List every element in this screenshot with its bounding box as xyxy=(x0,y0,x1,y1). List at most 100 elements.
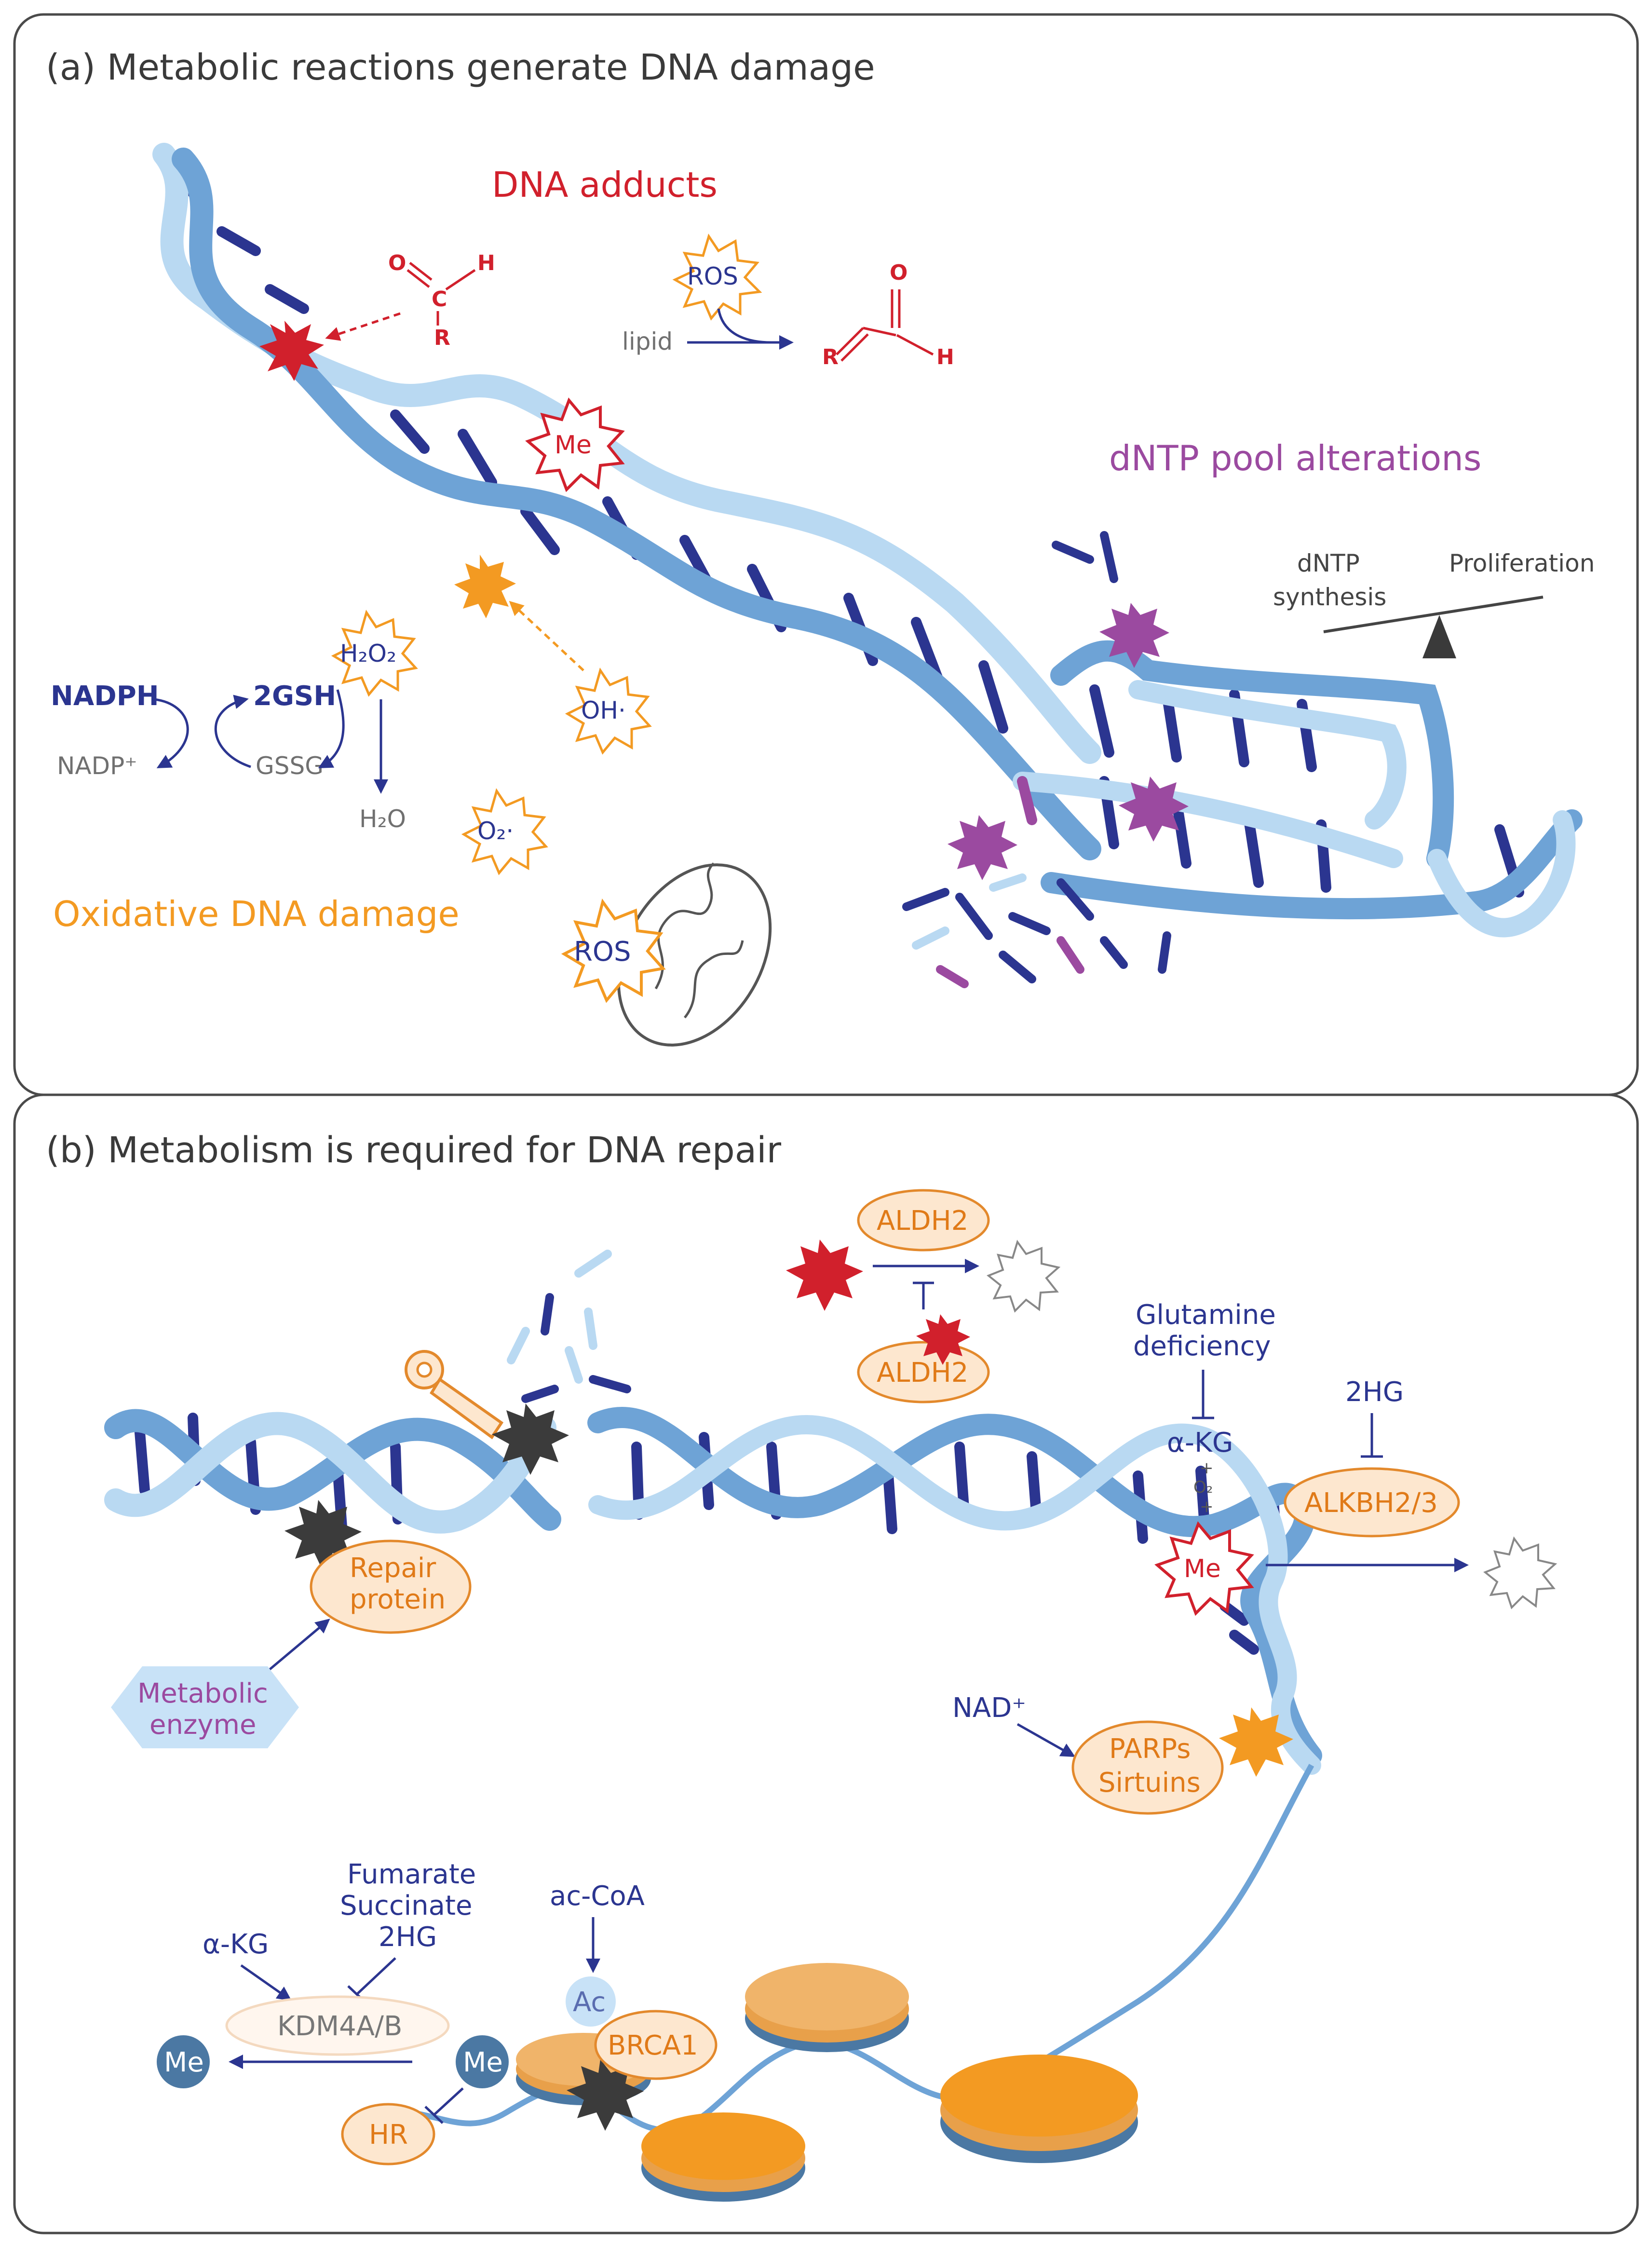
oh-label: OH· xyxy=(581,696,626,724)
svg-text:H: H xyxy=(936,345,954,369)
ros-bottom-label: ROS xyxy=(574,936,631,967)
gssg-label: GSSG xyxy=(256,752,324,780)
hr-enzyme xyxy=(341,2103,435,2165)
kdm-label: KDM4A/B xyxy=(277,2011,402,2042)
plus-2: + xyxy=(1200,1497,1214,1516)
kdm-enzyme xyxy=(225,1995,450,2056)
svg-text:O: O xyxy=(890,260,907,285)
fumarate-label: Fumarate xyxy=(347,1859,476,1890)
twohg-label: 2HG xyxy=(1345,1376,1404,1408)
oh-burst-icon xyxy=(565,667,652,755)
nad-arrow xyxy=(1016,1723,1076,1757)
metabolic-to-repair-arrow xyxy=(267,1619,330,1672)
cleared-burst-right-icon xyxy=(1483,1536,1557,1609)
ros-curve-arrow xyxy=(717,308,772,344)
repair-protein-label-1: Repair xyxy=(350,1552,436,1584)
ac-label: Ac xyxy=(573,1987,606,2018)
dntp-synthesis-label-2: synthesis xyxy=(1273,583,1386,611)
balance-beam xyxy=(1323,596,1544,633)
dntp-synthesis-label-1: dNTP xyxy=(1297,549,1360,577)
nucleosome-3 xyxy=(641,2112,805,2202)
free-nucleotides-b xyxy=(507,1250,631,1403)
aldh2-adduct-star-icon xyxy=(916,1314,970,1365)
glutamine-label-1: Glutamine xyxy=(1136,1299,1276,1331)
free-nucleotides-top xyxy=(1052,531,1118,583)
hr-label: HR xyxy=(369,2119,408,2151)
parps-label: PARPs xyxy=(1109,1733,1191,1765)
akg-b-label: α-KG xyxy=(203,1929,269,1960)
alkbh-label: ALKBH2/3 xyxy=(1304,1487,1438,1519)
svg-text:C: C xyxy=(432,287,447,312)
dntp-heading: dNTP pool alterations xyxy=(1109,438,1481,478)
metabolic-enzyme-label-1: Metabolic xyxy=(137,1678,268,1709)
o2-b-label: O₂ xyxy=(1193,1478,1213,1497)
alkbh-enzyme xyxy=(1284,1467,1460,1538)
dna-adducts-heading: DNA adducts xyxy=(492,164,718,205)
methyl-label: Me xyxy=(555,431,592,460)
svg-text:O: O xyxy=(388,251,406,275)
svg-text:R: R xyxy=(434,326,450,350)
h2o2-burst-icon xyxy=(331,610,418,697)
me-hr-inhibition-bar xyxy=(424,2106,444,2124)
orange-star-b-icon xyxy=(1219,1707,1293,1777)
nucleosome-2 xyxy=(940,2055,1138,2163)
twohg-b-label: 2HG xyxy=(379,1921,437,1953)
me-histone-label: Me xyxy=(463,2047,503,2078)
parps-enzyme xyxy=(1071,1720,1224,1815)
ac-mark xyxy=(566,1976,616,2027)
nadp-label: NADP⁺ xyxy=(57,752,137,780)
nad-label: NAD⁺ xyxy=(952,1692,1026,1724)
fumarate-inhibition xyxy=(356,1957,396,1995)
dark-lesion-2-icon xyxy=(492,1403,569,1475)
enal-structure: O R H xyxy=(822,260,954,369)
dark-lesion-3-icon xyxy=(567,2059,644,2131)
lipid-label: lipid xyxy=(622,327,673,355)
ros-bottom-burst-icon xyxy=(561,899,666,1003)
repair-protein-label-2: protein xyxy=(350,1584,446,1615)
h2o2-label: H₂O₂ xyxy=(340,640,396,667)
methyl-burst-icon xyxy=(525,397,625,492)
purple-star-3-icon xyxy=(948,815,1017,880)
aldh2-top-enzyme xyxy=(857,1189,990,1252)
plus-1: + xyxy=(1200,1458,1214,1478)
adduct-arrow xyxy=(325,312,401,341)
o2-burst-icon xyxy=(461,788,548,875)
wrench-icon xyxy=(405,1350,504,1440)
glutamine-label-2: deficiency xyxy=(1133,1331,1271,1362)
aldh2-top-label: ALDH2 xyxy=(877,1205,968,1237)
sirtuins-label: Sirtuins xyxy=(1098,1767,1201,1798)
nadph-cycle-arrow xyxy=(154,698,189,768)
brca1-label: BRCA1 xyxy=(608,2030,698,2061)
nadph-label: NADPH xyxy=(51,681,159,712)
aldh2-bottom-enzyme xyxy=(857,1341,990,1403)
oxidative-heading: Oxidative DNA damage xyxy=(53,894,460,934)
h2o2-to-gssg-arrow xyxy=(318,689,345,768)
succinate-label: Succinate xyxy=(340,1890,472,1921)
dna-helix-b xyxy=(104,1407,1322,1775)
me-left-mark xyxy=(157,2035,210,2088)
metabolic-enzyme-label-2: enzyme xyxy=(149,1709,256,1741)
svg-text:R: R xyxy=(822,345,839,369)
svg-text:H: H xyxy=(477,251,495,275)
balance-fulcrum-icon xyxy=(1422,615,1456,658)
nucleosome-1 xyxy=(745,1963,909,2052)
akg-to-kdm-arrow xyxy=(240,1964,292,2001)
methyl-burst-b-icon xyxy=(1154,1521,1254,1616)
gsh-cycle-arrow xyxy=(214,695,251,768)
h2o-label: H₂O xyxy=(359,805,406,833)
aldh2-bottom-label: ALDH2 xyxy=(877,1357,968,1389)
panel-a-title: (a) Metabolic reactions generate DNA dam… xyxy=(46,47,875,88)
gsh-label: 2GSH xyxy=(253,681,336,712)
oh-arrow xyxy=(509,600,584,671)
repair-protein-enzyme xyxy=(310,1539,472,1634)
me-left-label: Me xyxy=(164,2047,204,2078)
brca1-enzyme xyxy=(594,2010,718,2080)
o2-label: O₂· xyxy=(477,817,514,845)
purple-star-1-icon xyxy=(1099,603,1169,668)
mitochondrion-icon xyxy=(617,862,772,1047)
me-hr-inhibition xyxy=(433,2087,464,2116)
aldehyde-structure: O H C R xyxy=(388,251,495,350)
metabolic-enzyme-shape xyxy=(111,1666,299,1748)
oxidative-star-icon xyxy=(454,555,516,618)
